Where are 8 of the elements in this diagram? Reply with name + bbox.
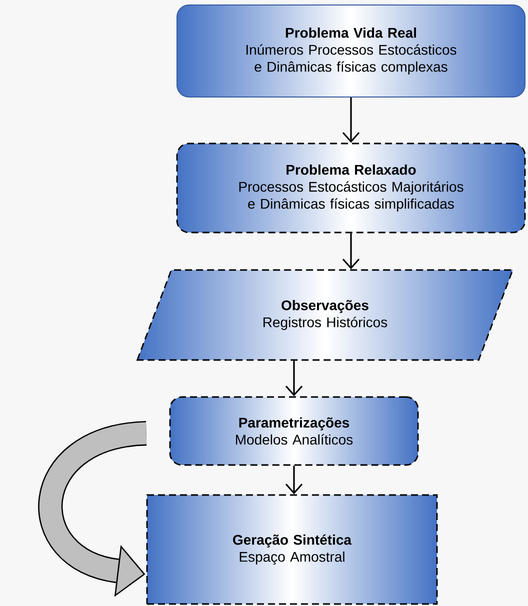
arrow	[285, 466, 303, 494]
arrow	[285, 360, 303, 396]
process-box: Parametrizações Modelos Analíticos	[169, 396, 419, 466]
process-box: Problema Vida Real Inúmeros Processos Estocásticos e Dinâmicas físicas complexas	[176, 4, 526, 98]
arrow	[342, 98, 360, 143]
process-box: Geração Sintética Espaço Amostral	[146, 494, 438, 605]
arrow	[342, 233, 360, 270]
process-box: Problema Relaxado Processos Estocásticos Majoritários e Dinâmicas físicas simplificadas	[176, 142, 526, 234]
